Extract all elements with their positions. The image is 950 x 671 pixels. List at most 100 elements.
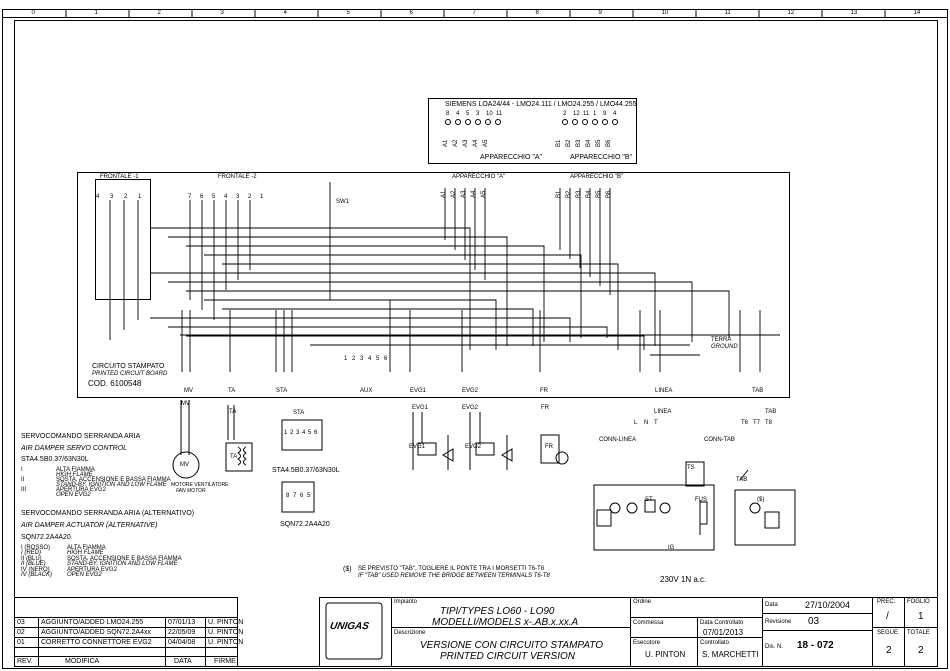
note-it: SE PREVISTO "TAB", TOGLIERE IL PONTE TRA…: [358, 566, 545, 572]
sqn-pin: 5: [307, 493, 311, 499]
board-connector: EVG2: [462, 388, 479, 394]
siemens-pin-a: 3: [476, 111, 480, 117]
grid-column-14: 14: [913, 10, 921, 16]
siemens-box: [428, 98, 637, 164]
rev-header-desc: MODIFICA: [65, 658, 100, 665]
controllato-value: S. MARCHETTI: [702, 650, 759, 659]
rev-header-rev: REV.: [17, 658, 33, 665]
outer-frame: [2, 9, 948, 669]
board-term-a: A2: [451, 190, 457, 198]
siemens-pin-a: 5: [466, 111, 470, 117]
grid-column-10: 10: [661, 10, 669, 16]
mv-symbol: MV: [180, 462, 189, 468]
legend-title2: SERVOCOMANDO SERRANDA ARIA (ALTERNATIVO): [21, 510, 195, 517]
sqn-model: SQN72.2A4A20: [280, 521, 330, 528]
board-term-a: A4: [471, 190, 477, 198]
legend-title1: SERVOCOMANDO SERRANDA ARIA: [21, 433, 141, 440]
motor-label: MOTORE VENTILATORE: [171, 482, 229, 488]
title-block: [319, 597, 938, 667]
grid-column-8: 8: [535, 10, 539, 16]
linea-pin: T: [654, 420, 658, 426]
legend1-en: HIGH FLAME: [56, 472, 93, 478]
rev-date: 22/05/09: [168, 629, 196, 636]
legend1-en: OPEN EVG2: [56, 492, 91, 498]
rev-description: AGGIUNTO/ADDED LMO24.255: [41, 619, 144, 626]
legend1-it: ALTA FIAMMA: [56, 467, 95, 473]
siemens-pin-a: 8: [446, 111, 450, 117]
descrizione-label: Descrizione: [394, 630, 426, 636]
controllato-label: Controllato: [700, 640, 730, 646]
ts-label: TS: [687, 465, 695, 471]
rev-description: AGGIUNTO/ADDED SQN72.2A4xx: [41, 629, 151, 636]
legend2-code: II (BLU): [21, 556, 42, 562]
sqn-pin: 7: [293, 493, 297, 499]
frontale2-pin: 2: [248, 194, 252, 200]
totale-label: TOTALE: [907, 630, 930, 636]
frontale2-pin: 4: [224, 194, 228, 200]
sw1-label: SW1: [336, 199, 350, 205]
aux-pin: 3: [360, 356, 364, 362]
tab-pin: T8: [765, 420, 773, 426]
aux-pin: 6: [384, 356, 388, 362]
sta-pin: 6: [314, 430, 318, 436]
legend2-it: SOSTA, ACCENSIONE E BASSA FIAMMA: [67, 556, 182, 562]
rev-date: 04/04/08: [168, 639, 196, 646]
siemens-term-a: A2: [453, 139, 459, 147]
ta-symbol: TA: [230, 454, 238, 460]
grid-column-6: 6: [409, 10, 413, 16]
revisione-label: Revisione: [765, 619, 792, 625]
impianto-label: Impianto: [394, 599, 418, 605]
commessa-label: Commessa: [633, 620, 664, 626]
legend-model1: STA4.5B0.37/63N30L: [21, 456, 89, 463]
circuit-label-en: PRINTED CIRCUIT BOARD: [92, 371, 168, 377]
rev-header-date: DATA: [174, 658, 192, 665]
legend2-en: STAND-BY, IGNITION AND LOW FLAME: [67, 561, 178, 567]
prec-value: /: [886, 611, 889, 622]
legend2-en: OPEN EVG2: [67, 572, 102, 578]
board-connector: FR: [540, 388, 548, 394]
siemens-app-a: APPARECCHIO "A": [480, 154, 543, 161]
board-term-b: B3: [576, 190, 582, 198]
board-term-a: A5: [481, 190, 487, 198]
conn-tab-label: CONN-TAB: [704, 437, 735, 443]
foglio-label: FOGLIO: [907, 599, 930, 605]
frontale2-label: FRONTALE -2: [218, 174, 257, 180]
unigas-logo: UNIGAS: [329, 621, 370, 632]
legend2-code-en: I (RED): [21, 550, 41, 556]
grid-column-1: 1: [94, 10, 98, 16]
legend2-en: HIGH FLAME: [67, 550, 104, 556]
data-value: 27/10/2004: [805, 600, 851, 610]
legend2-it: ALTA FIAMMA: [67, 545, 106, 551]
segue-label: SEGUE: [877, 630, 899, 636]
board-connector: EVG1: [410, 388, 427, 394]
siemens-term-a: A5: [483, 139, 489, 147]
linea-label: LINEA: [654, 409, 672, 415]
legend2-code: IV (NERO): [21, 567, 50, 573]
board-term-a: A3: [461, 190, 467, 198]
frontale2-pin: 1: [260, 194, 264, 200]
legend1-code: I: [21, 467, 23, 473]
frontale2-pin: 3: [236, 194, 240, 200]
rev-sign: U. PINTON: [208, 619, 244, 626]
frontale1-pin: 2: [124, 194, 128, 200]
fr-label: FR: [541, 405, 549, 411]
grid-column-13: 13: [850, 10, 858, 16]
grid-column-0: 0: [31, 10, 35, 16]
siemens-pin-b: 11: [583, 111, 590, 117]
rev-date: 07/01/13: [168, 619, 196, 626]
sta-pin: 5: [308, 430, 312, 436]
sta-model: STA4.5B0.37/63N30L: [272, 467, 340, 474]
grid-column-7: 7: [472, 10, 476, 16]
siemens-pin-a: 4: [456, 111, 460, 117]
note-en: IF "TAB" USED REMOVE THE BRIDGE BETWEEN …: [358, 573, 550, 579]
rev-sign: U. PINTON: [208, 629, 244, 636]
siemens-term-b: B6: [606, 139, 612, 147]
esecutore-label: Esecutore: [633, 640, 661, 646]
aux-pin: 1: [344, 356, 348, 362]
grid-column-2: 2: [157, 10, 161, 16]
rev-number: 01: [17, 639, 25, 646]
data-controllato-value: 07/01/2013: [703, 628, 744, 637]
sqn-pin: 8: [286, 493, 290, 499]
sta-label: STA: [293, 410, 305, 416]
siemens-term-b: B3: [576, 139, 582, 147]
